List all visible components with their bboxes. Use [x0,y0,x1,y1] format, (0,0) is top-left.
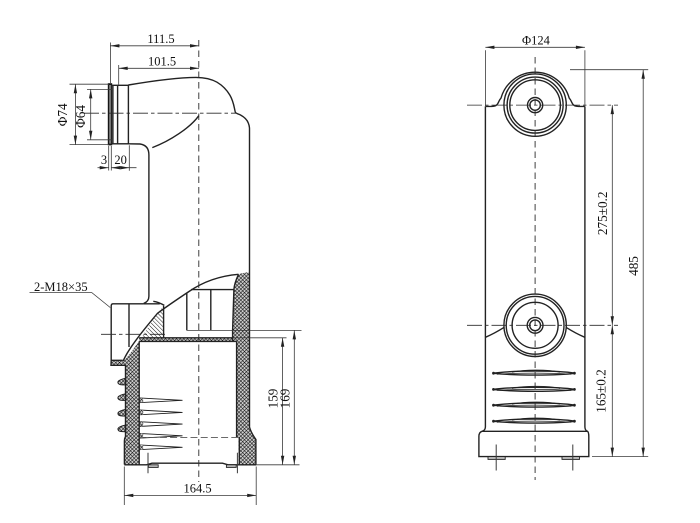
svg-text:169: 169 [278,388,293,408]
svg-text:20: 20 [114,153,127,167]
svg-text:Φ64: Φ64 [73,105,88,128]
svg-text:165±0.2: 165±0.2 [594,369,609,413]
svg-text:164.5: 164.5 [183,482,211,496]
svg-text:485: 485 [626,256,641,276]
svg-text:111.5: 111.5 [147,32,174,46]
svg-text:275±0.2: 275±0.2 [595,192,610,236]
svg-text:101.5: 101.5 [148,55,176,69]
svg-text:3: 3 [101,153,107,167]
svg-text:159: 159 [266,388,281,408]
svg-text:Φ124: Φ124 [522,34,551,48]
svg-text:Φ74: Φ74 [55,103,70,126]
svg-text:2-M18×35: 2-M18×35 [34,280,88,294]
